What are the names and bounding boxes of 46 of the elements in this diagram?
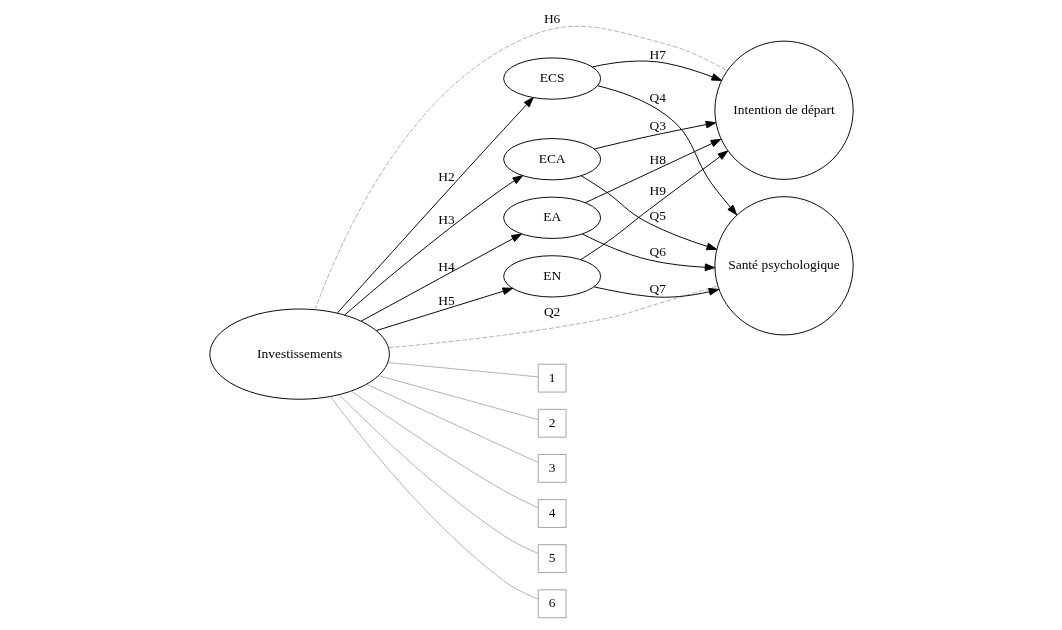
node-box: 6: [537, 589, 567, 619]
connector: [338, 394, 539, 554]
node-box: 3: [537, 454, 567, 483]
connector: [365, 383, 538, 463]
arrow: [591, 60, 722, 81]
edge-label: H2: [437, 169, 455, 185]
arrow: [593, 286, 719, 298]
node-ellipse: Investissements: [208, 308, 390, 400]
connector: [329, 396, 538, 600]
arrow: [584, 138, 721, 204]
arrow: [360, 233, 522, 322]
connector: [377, 375, 538, 421]
node-ellipse: ECS: [502, 57, 601, 100]
edge-label: Q6: [649, 244, 666, 260]
arrow: [580, 175, 717, 251]
connector: [314, 25, 727, 311]
edge-label: Q4: [649, 89, 666, 105]
connector: [387, 285, 718, 349]
arrow: [375, 287, 513, 332]
edge-label: Q7: [649, 280, 666, 296]
edge-label: H5: [437, 293, 455, 309]
arrow: [593, 120, 716, 150]
node-box: 1: [537, 363, 567, 393]
node-circle: Intention de départ: [713, 40, 854, 180]
connector: [386, 362, 538, 378]
node-ellipse: ECA: [502, 138, 601, 181]
arrow: [596, 85, 737, 216]
arrow: [579, 150, 728, 261]
node-box: 4: [537, 499, 567, 528]
edge-label: H7: [649, 46, 666, 62]
edge-label: H9: [649, 182, 666, 198]
arrow: [336, 97, 534, 314]
arrow: [581, 233, 715, 272]
edge-label: Q3: [649, 117, 666, 133]
node-box: 2: [537, 408, 567, 438]
edge-label: Q2: [543, 303, 560, 319]
edge-label: Q5: [649, 207, 666, 223]
edge-label: H8: [649, 152, 666, 168]
edge-label: H6: [543, 11, 560, 27]
connector: [350, 390, 538, 509]
edge-label: H4: [437, 258, 455, 274]
node-circle: Santé psychologique: [713, 196, 854, 336]
node-ellipse: EA: [502, 196, 601, 239]
edge-label: H3: [437, 211, 455, 227]
node-box: 5: [537, 544, 567, 574]
arrow: [343, 175, 523, 316]
